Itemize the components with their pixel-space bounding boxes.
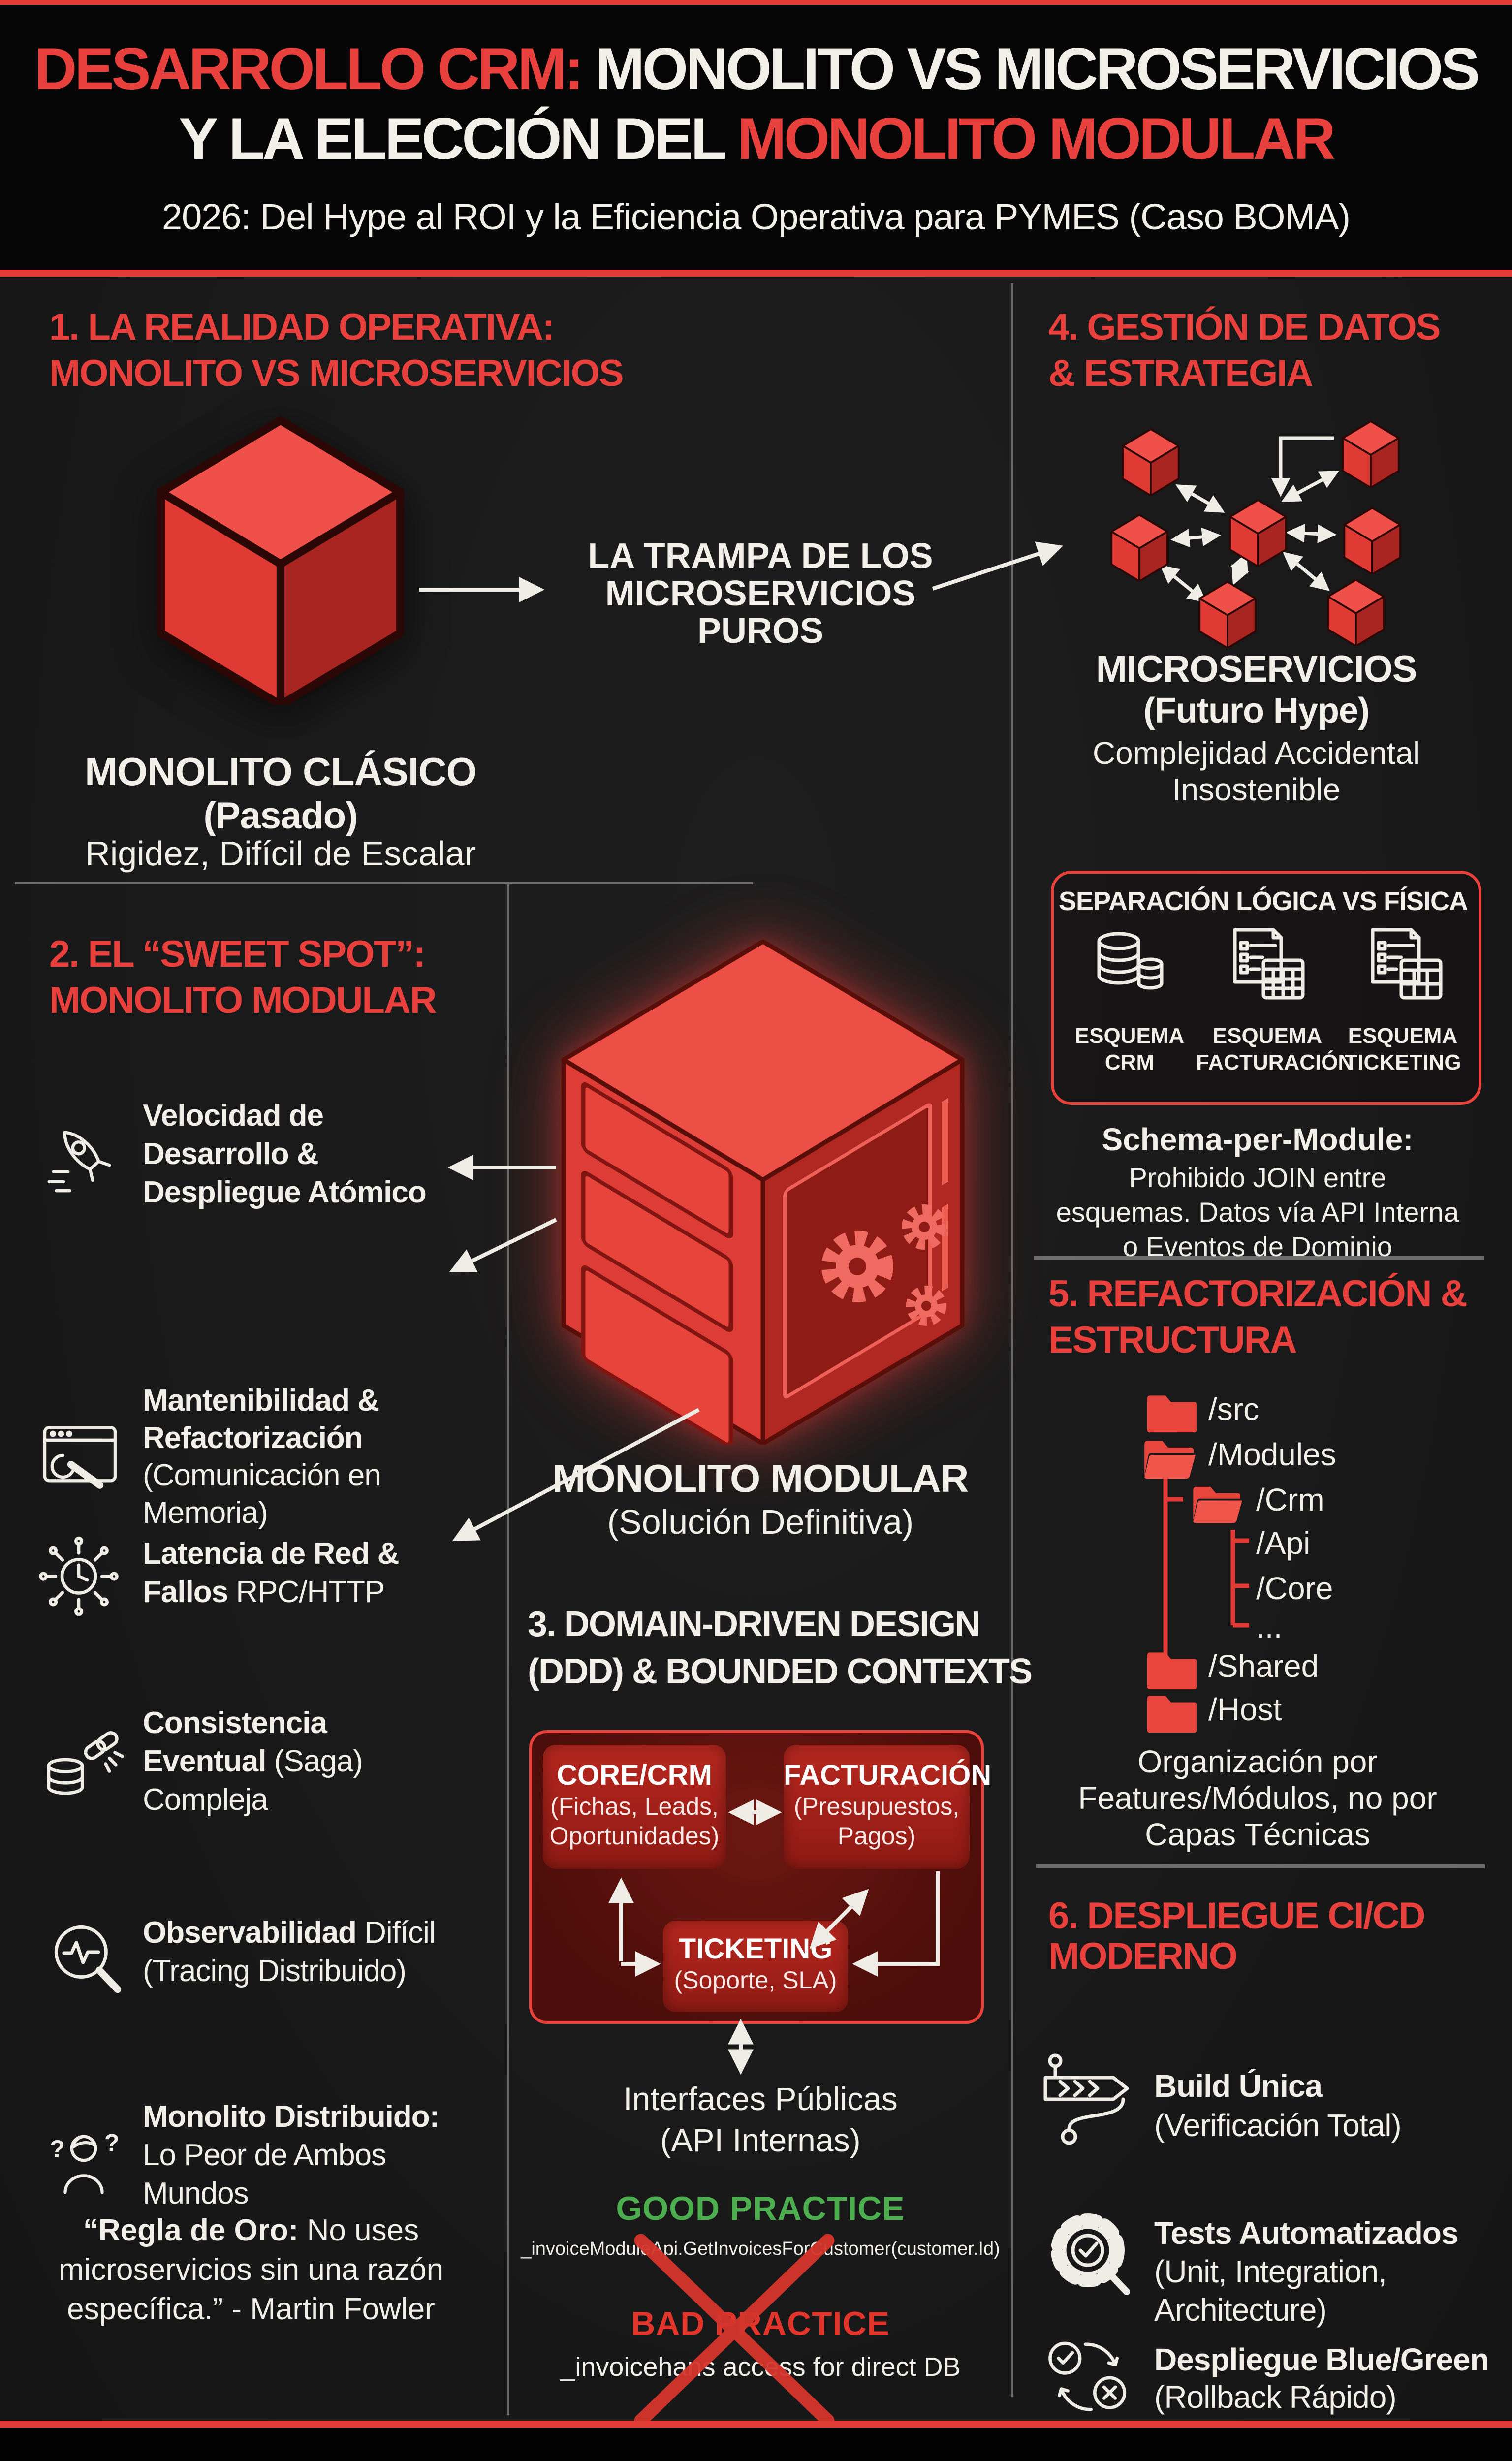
title-band [0,0,1512,270]
title-red-part2: MONOLITO MODULAR [737,106,1336,172]
divider-vertical-left [507,884,509,2415]
classic-cube-subcaption: Rigidez, Difícil de Escalar [85,834,476,873]
modular-cube-caption: MONOLITO MODULAR [552,1456,969,1500]
modular-cube-subcaption: (Solución Definitiva) [607,1503,914,1541]
divider-vertical-right [1011,283,1013,2397]
page-title-line2: Y LA ELECCIÓN DEL MONOLITO MODULAR [179,106,1336,172]
rocket-icon [47,1131,111,1193]
divider-right-1 [1034,1256,1484,1260]
eventual-consistency-icon [47,1731,124,1795]
tree-item-modules: /Modules [1208,1437,1336,1472]
cicd-bluegreen: Despliegue Blue/Green (Rollback Rápido) [1154,2342,1489,2415]
svg-text:?: ? [50,2135,65,2163]
tree-item-core: /Core [1256,1571,1333,1606]
drawback-observabilidad: Observabilidad Difícil (Tracing Distribu… [143,1916,436,1988]
blue-green-deploy-icon [1048,2341,1127,2411]
arrow-trampa-to-cluster [932,541,1063,591]
observability-icon [54,1925,122,1993]
section5-title: 5. REFACTORIZACIÓN & ESTRUCTURA [1048,1273,1468,1361]
page-title-line1: DESARROLLO CRM: MONOLITO VS MICROSERVICI… [34,36,1480,102]
distributed-monolith-icon: ? ? [50,2129,120,2194]
tree-item-shared: /Shared [1208,1648,1319,1684]
interfaces-label: Interfaces Públicas (API Internas) [623,2081,898,2158]
conclusion-text: CONCLUSIÓN: El Monolito Modular equilibr… [67,2455,1445,2461]
drawback-consistencia: Consistencia Eventual (Saga) Compleja [143,1706,363,1817]
martin-fowler-quote: “Regla de Oro: No uses microservicios si… [58,2213,444,2326]
divider-left-horizontal [15,882,753,884]
cicd-tests: Tests Automatizados (Unit, Integration, … [1154,2215,1459,2328]
arrow-modular-to-item3 [452,1408,700,1541]
bad-practice-x [634,2234,835,2428]
page-subtitle: 2026: Del Hype al ROI y la Eficiencia Op… [161,196,1351,237]
schema-crm-label: ESQUEMA CRM [1074,1024,1185,1074]
schema-ticketing-label: ESQUEMA TICKETING [1344,1024,1461,1074]
benefit-velocidad: Velocidad de Desarrollo & Despliegue Ató… [143,1099,427,1209]
cicd-build-unica: Build Única (Verificación Total) [1154,2068,1402,2143]
benefit-mantenibilidad: Mantenibilidad & Refactorización (Comuni… [143,1384,381,1530]
automated-tests-icon [1051,2213,1130,2295]
tree-item-ellipsis: ... [1256,1609,1283,1644]
modular-monolith-cube [561,939,965,1445]
title-red-part: DESARROLLO CRM: [34,36,584,102]
maintenance-icon [43,1425,117,1489]
arrow-fact-elbow [852,1871,940,1977]
folder-tree-lines [1163,1476,1249,1660]
conclusion-top-line [0,2421,1512,2428]
divider-right-2 [1036,1864,1485,1868]
top-border-line [0,0,1512,5]
drawback-latencia: Latencia de Red & Fallos RPC/HTTP [143,1537,399,1609]
ticketing-schema-icon [1371,928,1443,1000]
svg-text:?: ? [104,2129,120,2156]
network-latency-icon [39,1536,119,1616]
arrow-modular-to-item2 [449,1218,557,1273]
section1-title: 1. LA REALIDAD OPERATIVA: MONOLITO VS MI… [49,306,624,394]
section2-title: 2. EL “SWEET SPOT”: MONOLITO MODULAR [49,933,437,1021]
schema-per-module-note: Schema-per-Module: Prohibido JOIN entre … [1056,1122,1459,1262]
tree-item-crm: /Crm [1256,1482,1324,1517]
schema-facturacion-label: ESQUEMA FACTURACIÓN [1196,1024,1354,1074]
good-practice-code: _invoiceModuleApi.GetInvoicesForCustomer… [521,2239,1000,2259]
build-pipeline-icon [1043,2053,1129,2145]
microservices-caption: MICROSERVICIOS (Futuro Hype) Complejidad… [1092,648,1420,807]
tree-item-api: /Api [1256,1525,1311,1561]
tree-item-src: /src [1208,1391,1260,1427]
gears-icon [821,1204,947,1326]
section6-title: 6. DESPLIEGUE CI/CD MODERNO [1048,1895,1425,1977]
database-schema-icon [1097,932,1164,990]
module-panels [581,1082,733,1445]
section3-title: 3. DOMAIN-DRIVEN DESIGN (DDD) & BOUNDED … [528,1605,1033,1691]
drawback-monolito-distribuido: Monolito Distribuido: Lo Peor de Ambos M… [143,2100,440,2210]
section4-title: 4. GESTIÓN DE DATOS & ESTRATEGIA [1048,306,1441,394]
header-divider-line [0,270,1512,277]
arrow-ticket-fact [809,1889,869,1949]
organization-note: Organización por Features/Módulos, no po… [1078,1744,1437,1852]
microservices-trap-label: LA TRAMPA DE LOS MICROSERVICIOS PUROS [588,536,933,651]
invoice-schema-icon [1233,928,1305,1000]
classic-cube-caption: MONOLITO CLÁSICO (Pasado) [85,750,477,837]
microservices-cluster [1110,420,1401,648]
tree-item-host: /Host [1208,1692,1282,1727]
separation-title: SEPARACIÓN LÓGICA VS FÍSICA [1058,886,1468,916]
conclusion-band [0,2428,1512,2461]
context-core-crm: CORE/CRM (Fichas, Leads, Oportunidades) [543,1745,726,1869]
context-facturacion: FACTURACIÓN (Presupuestos, Pagos) [784,1745,991,1869]
good-practice-label: GOOD PRACTICE [616,2190,905,2227]
context-ticketing: TICKETING (Soporte, SLA) [663,1921,848,2012]
